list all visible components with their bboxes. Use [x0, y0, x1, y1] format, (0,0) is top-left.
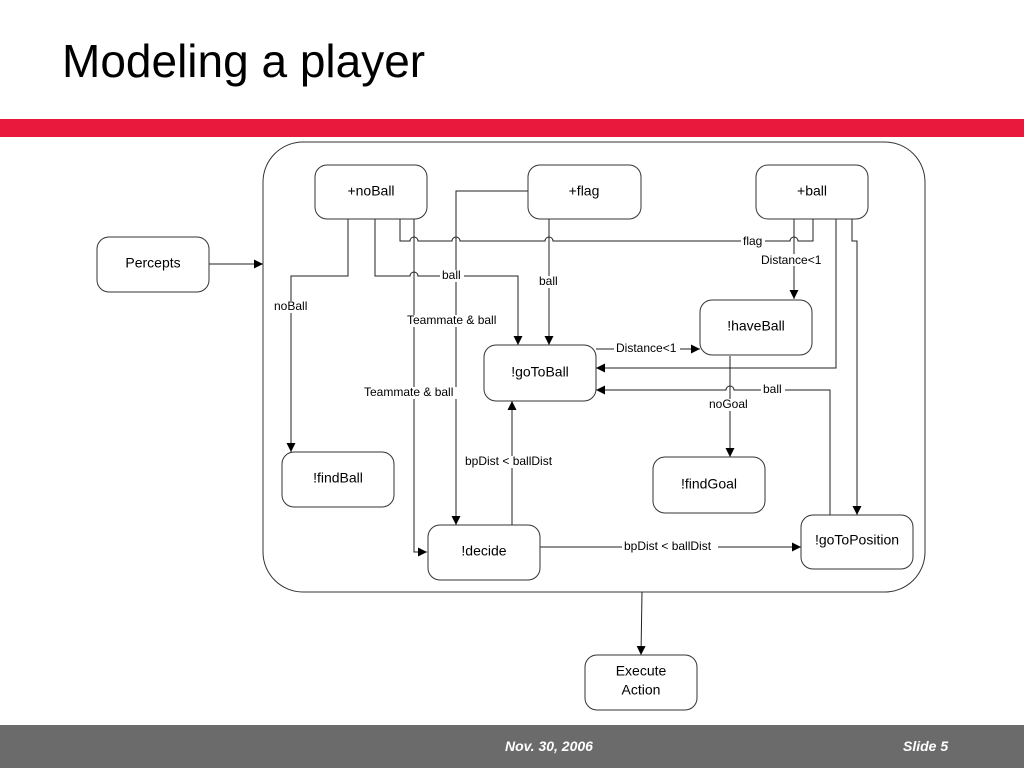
- label-bpdist-up: bpDist < ballDist: [465, 454, 553, 468]
- node-flag-label: +flag: [569, 183, 600, 199]
- node-ball-label: +ball: [797, 183, 827, 199]
- node-ball: +ball: [755, 164, 869, 220]
- accent-bar: [0, 119, 1024, 137]
- label-bpdist-right: bpDist < ballDist: [624, 539, 712, 553]
- edge-noball-to-decide: [413, 219, 427, 557]
- node-decide-label: !decide: [461, 543, 506, 559]
- node-percepts-label: Percepts: [125, 255, 180, 271]
- node-percepts: Percepts: [96, 236, 210, 293]
- node-findball: !findBall: [281, 451, 395, 508]
- label-distance-top: Distance<1: [761, 253, 822, 267]
- node-gotoposition: !goToPosition: [800, 514, 914, 570]
- label-noball: noBall: [274, 299, 307, 313]
- edge-ball-to-gotoposition: [851, 219, 862, 515]
- label-distance-mid: Distance<1: [616, 341, 677, 355]
- label-teammate-2: Teammate & ball: [364, 385, 453, 399]
- edge-gotoposition-to-gotoball: [596, 385, 831, 515]
- node-haveball-label: !haveBall: [727, 318, 785, 334]
- edge-ball-to-gotoball: [596, 219, 837, 373]
- label-ball-noball: ball: [442, 268, 461, 282]
- node-noball: +noBall: [314, 164, 428, 220]
- node-decide: !decide: [427, 524, 541, 581]
- footer-bar: Nov. 30, 2006 Slide 5: [0, 725, 1024, 768]
- label-teammate-1: Teammate & ball: [407, 313, 496, 327]
- footer-date: Nov. 30, 2006: [505, 738, 593, 754]
- node-noball-label: +noBall: [347, 183, 394, 199]
- node-flag: +flag: [527, 164, 642, 220]
- label-nogoal: noGoal: [709, 397, 748, 411]
- edge-flag-to-decide: [451, 190, 528, 525]
- label-ball-flag: ball: [539, 274, 558, 288]
- node-findgoal: !findGoal: [652, 456, 766, 514]
- edge-noball-to-findball: [286, 219, 349, 452]
- slide-title: Modeling a player: [62, 35, 426, 87]
- label-ball-right: ball: [763, 382, 782, 396]
- node-findball-label: !findBall: [313, 470, 363, 486]
- node-gotoball-label: !goToBall: [511, 364, 569, 380]
- state-diagram: flag Distance<1 ball ball noBall Teammat…: [96, 141, 926, 711]
- node-execute-label-2: Action: [622, 682, 661, 698]
- edge-agent-to-execute: [636, 591, 646, 656]
- node-gotoball: !goToBall: [483, 344, 597, 402]
- edge-noball-flag-line: [399, 219, 814, 242]
- node-execute-label-1: Execute: [616, 663, 667, 679]
- label-flag: flag: [743, 234, 762, 248]
- node-execute-action: Execute Action: [584, 654, 698, 711]
- node-findgoal-label: !findGoal: [681, 476, 737, 492]
- node-haveball: !haveBall: [699, 299, 813, 356]
- footer-slide-number: Slide 5: [903, 738, 949, 754]
- node-gotoposition-label: !goToPosition: [815, 532, 899, 548]
